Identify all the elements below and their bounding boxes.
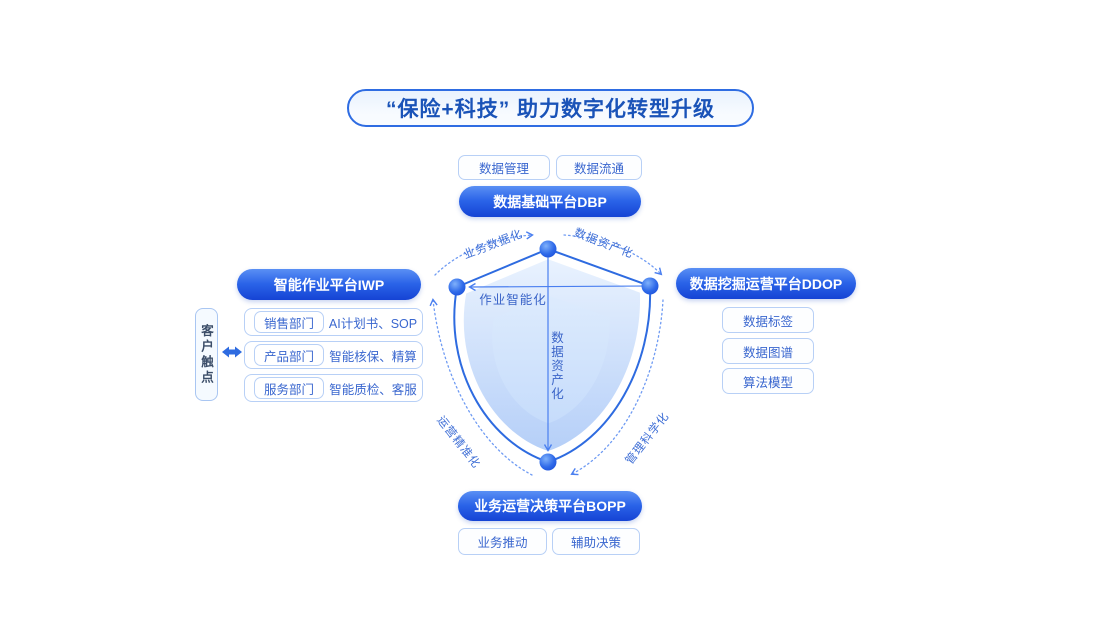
chip-data-label: 数据标签 [722,307,814,333]
dept-cell-product: 产品部门 [254,344,324,366]
shield-core-layer [492,295,610,424]
chip-data-management: 数据管理 [458,155,550,180]
chip-algorithm-model: 算法模型 [722,368,814,394]
chip-data-graph: 数据图谱 [722,338,814,364]
flow-arc-top-left [434,231,534,276]
chip-business-drive: 业务推动 [458,528,547,555]
flow-arc-bottom-right [570,299,664,476]
iwp-row-service: 服务部门 智能质检、客服 [244,374,423,402]
flow-arc-bottom-left [429,298,533,476]
iwp-row-sales: 销售部门 AI计划书、SOP [244,308,423,336]
inner-arrow-horizontal [468,282,651,292]
platform-pill-bopp: 业务运营决策平台BOPP [458,491,642,521]
vertex-dot-top [539,240,557,258]
dept-cell-service: 服务部门 [254,377,324,399]
platform-pill-ddop: 数据挖掘运营平台DDOP [676,268,856,299]
chip-assist-decision: 辅助决策 [552,528,640,555]
double-arrow-icon [222,346,242,358]
shield-diagram [429,231,664,476]
dept-cell-sales: 销售部门 [254,311,324,333]
capability-sales: AI计划书、SOP [328,316,418,331]
vertex-dot-right [641,277,659,295]
page-title: “保险+科技” 助力数字化转型升级 [347,89,754,127]
vertex-dot-left [448,278,466,296]
platform-pill-dbp: 数据基础平台DBP [459,186,641,217]
vertex-dot-bottom [539,453,557,471]
flow-label-intelligent-operation: 作业智能化 [479,293,547,307]
platform-pill-iwp: 智能作业平台IWP [237,269,421,300]
chip-data-circulation: 数据流通 [556,155,642,180]
capability-product: 智能核保、精算 [329,349,417,364]
customer-touchpoint-box: 客户触点 [195,308,218,401]
iwp-row-product: 产品部门 智能核保、精算 [244,341,423,369]
flow-arc-top-right [563,234,663,276]
capability-service: 智能质检、客服 [329,382,417,397]
shield-center-label: 数据资产化 [549,331,563,401]
